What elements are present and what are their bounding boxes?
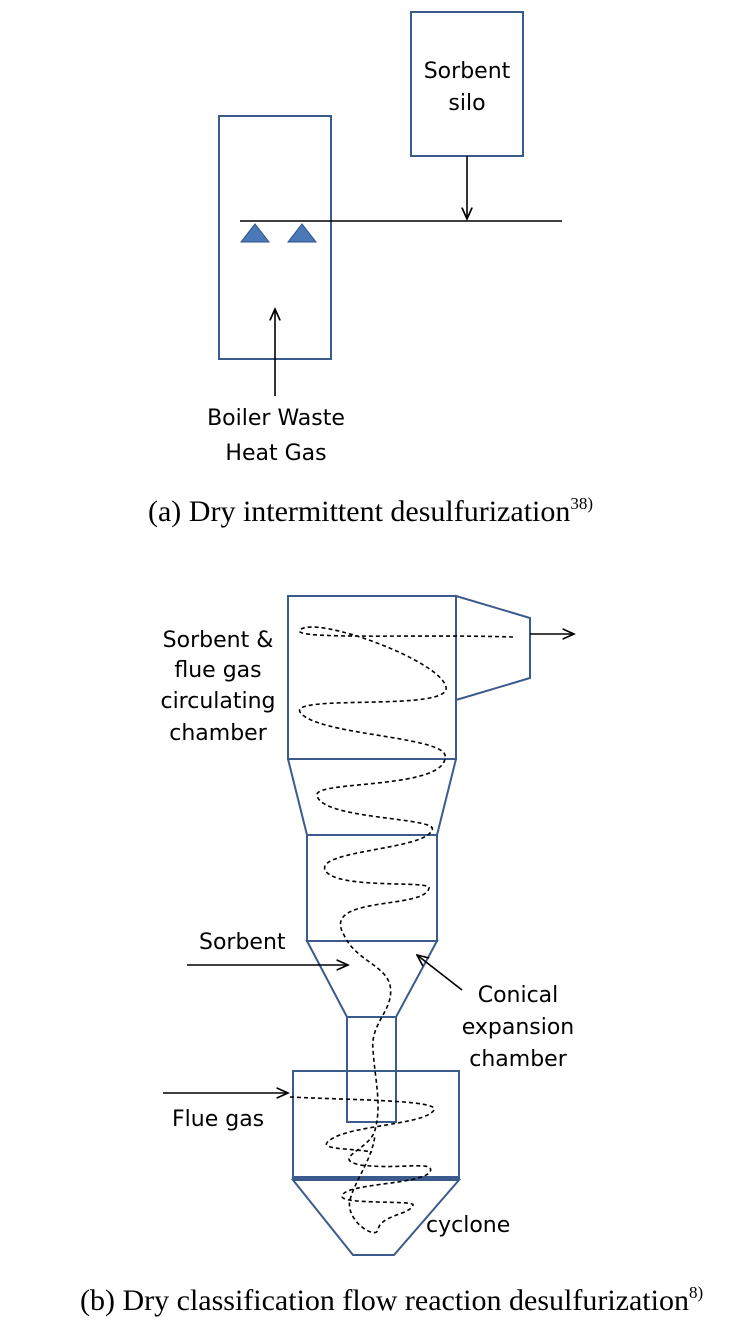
taper-section <box>286 758 458 836</box>
cyclone-cone <box>290 1179 462 1256</box>
diagram-b: Sorbent & flue gas circulating chamber S… <box>80 594 703 1317</box>
injection-nozzle-1 <box>239 223 271 243</box>
conical-label-line1: Conical <box>478 983 559 1008</box>
flue-gas-label: Flue gas <box>172 1107 264 1132</box>
silo-label-line2: silo <box>448 91 485 116</box>
chamber-label-line2: flue gas <box>174 658 261 683</box>
conical-expansion-chamber <box>305 940 439 1018</box>
caption-a: (a) Dry intermittent desulfurization38) <box>148 494 593 528</box>
diagram-a: Sorbent silo Boiler Waste Heat Gas (a) D… <box>148 11 593 528</box>
sorbent-silo <box>410 11 524 157</box>
sorbent-inlet-label: Sorbent <box>199 930 286 955</box>
injection-nozzle-2 <box>286 223 318 243</box>
inlet-label-line2: Heat Gas <box>225 441 326 466</box>
conical-pointer-arrow <box>417 955 463 991</box>
chamber-label-line4: chamber <box>169 721 267 746</box>
silo-label-line1: Sorbent <box>424 59 511 84</box>
cyclone-label: cyclone <box>426 1213 510 1238</box>
chamber-label-line3: circulating <box>160 689 275 714</box>
conical-label-line2: expansion <box>462 1015 575 1040</box>
outlet-cone <box>455 594 531 702</box>
gas-flow-path <box>298 626 514 1234</box>
caption-b: (b) Dry classification flow reaction des… <box>80 1283 703 1317</box>
flue-gas-swirl <box>289 1096 435 1153</box>
middle-vessel <box>306 834 438 942</box>
riser-pipe <box>346 1016 397 1123</box>
inlet-label-line1: Boiler Waste <box>207 406 345 431</box>
chamber-label-line1: Sorbent & <box>163 628 274 653</box>
conical-label-line3: chamber <box>469 1047 567 1072</box>
